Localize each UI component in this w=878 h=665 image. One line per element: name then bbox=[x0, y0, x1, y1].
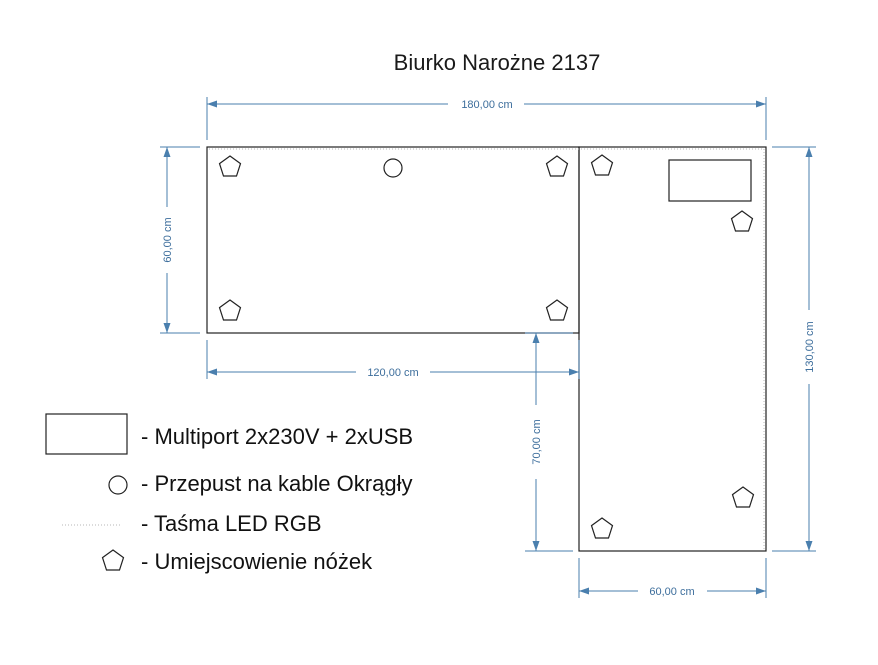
leg-legend-icon bbox=[101, 549, 125, 571]
leg-icon bbox=[218, 155, 242, 177]
dimension-label: 70,00 cm bbox=[531, 419, 543, 464]
dimension-bottom-width: 60,00 cm bbox=[578, 558, 767, 598]
legend: - Multiport 2x230V + 2xUSB - Przepust na… bbox=[45, 413, 413, 574]
dimension-left-length: 120,00 cm bbox=[206, 340, 580, 379]
leg-icon bbox=[545, 155, 569, 177]
dimension-right-height: 130,00 cm bbox=[772, 146, 816, 552]
legend-legs-label: - Umiejscowienie nóżek bbox=[141, 549, 373, 574]
cable-hole bbox=[383, 158, 403, 178]
dimension-label: 60,00 cm bbox=[162, 217, 174, 262]
dimension-left-depth: 60,00 cm bbox=[160, 146, 200, 334]
multiport-box bbox=[668, 159, 752, 202]
leg-icon bbox=[731, 486, 755, 508]
legend-led-label: - Taśma LED RGB bbox=[141, 511, 322, 536]
diagram-title: Biurko Narożne 2137 bbox=[394, 50, 601, 75]
leg-icon bbox=[730, 210, 754, 232]
cable-hole-legend-icon bbox=[108, 475, 128, 495]
leg-icon bbox=[545, 299, 569, 321]
desk-outline bbox=[206, 146, 767, 552]
legend-cable-hole-label: - Przepust na kable Okrągły bbox=[141, 471, 412, 496]
dimension-top-width: 180,00 cm bbox=[206, 97, 767, 140]
dimension-label: 120,00 cm bbox=[367, 367, 418, 379]
multiport-legend-icon bbox=[45, 413, 128, 455]
dimension-label: 60,00 cm bbox=[649, 586, 694, 598]
dimension-lower-height: 70,00 cm bbox=[525, 332, 573, 552]
dimension-label: 130,00 cm bbox=[804, 321, 816, 372]
dimension-label: 180,00 cm bbox=[461, 99, 512, 111]
led-strip bbox=[209, 148, 765, 549]
leg-icon bbox=[218, 299, 242, 321]
leg-icon bbox=[590, 517, 614, 539]
legend-multiport-label: - Multiport 2x230V + 2xUSB bbox=[141, 424, 413, 449]
leg-icon bbox=[590, 154, 614, 176]
